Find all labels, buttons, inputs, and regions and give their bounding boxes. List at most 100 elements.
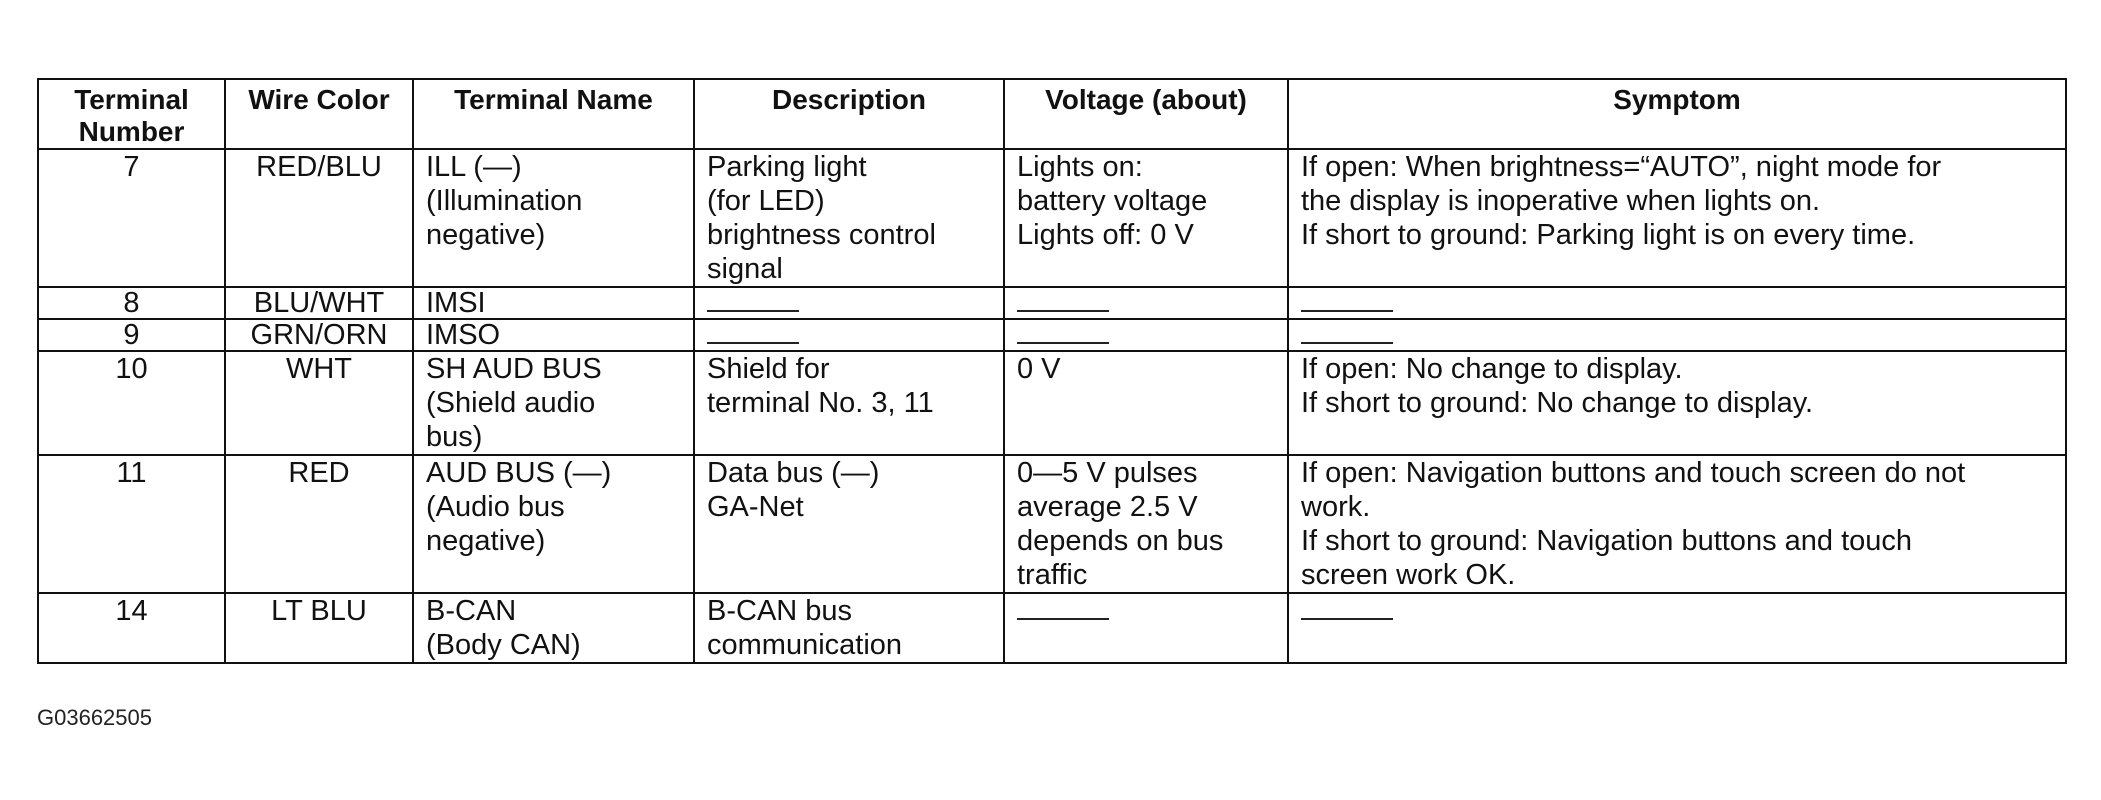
not-applicable-dash (1017, 342, 1109, 345)
cell-terminal-number: 7 (37, 148, 226, 288)
cell-voltage-line: battery voltage (1017, 185, 1208, 217)
header-wire-color: Wire Color (224, 78, 414, 150)
cell-voltage-line: average 2.5 V (1017, 491, 1198, 523)
cell-terminal-name-line: bus) (426, 421, 483, 453)
cell-symptom (1287, 286, 2067, 320)
cell-voltage-line: 0—5 V pulses (1017, 457, 1198, 489)
cell-description (693, 318, 1005, 352)
header-voltage: Voltage (about) (1003, 78, 1289, 150)
cell-terminal-name-line: (Body CAN) (426, 629, 581, 661)
not-applicable-dash (1301, 342, 1393, 345)
terminal-table: Terminal Number Wire Color Terminal Name… (37, 78, 2067, 664)
cell-voltage-line: Lights off: 0 V (1017, 219, 1194, 251)
not-applicable-dash (707, 310, 799, 313)
cell-voltage-line: Lights on: (1017, 151, 1143, 183)
cell-terminal-name-line: negative) (426, 219, 546, 251)
cell-voltage-line: 0 V (1017, 353, 1061, 385)
cell-terminal-name-line: AUD BUS (—) (426, 457, 612, 489)
cell-voltage (1003, 592, 1289, 664)
cell-terminal-name-line: IMSO (426, 319, 501, 351)
cell-description-line: terminal No. 3, 11 (707, 387, 934, 419)
cell-voltage (1003, 286, 1289, 320)
cell-description-line: Data bus (—) (707, 457, 880, 489)
cell-symptom-line: If open: Navigation buttons and touch sc… (1301, 457, 1966, 489)
cell-symptom-line: If open: When brightness=“AUTO”, night m… (1301, 151, 1942, 183)
cell-terminal-number: 11 (37, 454, 226, 594)
not-applicable-dash (1301, 618, 1393, 621)
not-applicable-dash (1017, 618, 1109, 621)
cell-wire-color: RED/BLU (224, 148, 414, 288)
cell-description-line: brightness control (707, 219, 936, 251)
cell-description-line: Shield for (707, 353, 830, 385)
cell-wire-color: LT BLU (224, 592, 414, 664)
cell-wire-color: RED (224, 454, 414, 594)
cell-wire-color: WHT (224, 350, 414, 456)
cell-voltage (1003, 318, 1289, 352)
cell-voltage-line: traffic (1017, 559, 1088, 591)
cell-description (693, 286, 1005, 320)
cell-terminal-number: 8 (37, 286, 226, 320)
cell-terminal-name: B-CAN(Body CAN) (412, 592, 695, 664)
cell-terminal-number: 9 (37, 318, 226, 352)
cell-symptom (1287, 592, 2067, 664)
cell-description-line: Parking light (707, 151, 867, 183)
cell-terminal-number: 14 (37, 592, 226, 664)
cell-terminal-name-line: IMSI (426, 287, 486, 319)
cell-terminal-name: IMSI (412, 286, 695, 320)
cell-terminal-name-line: (Illumination (426, 185, 583, 217)
cell-symptom-line: If short to ground: No change to display… (1301, 387, 1814, 419)
header-description: Description (693, 78, 1005, 150)
cell-description-line: B-CAN bus (707, 595, 853, 627)
cell-terminal-number: 10 (37, 350, 226, 456)
cell-symptom-line: If open: No change to display. (1301, 353, 1683, 385)
table-header-row: Terminal Number Wire Color Terminal Name… (37, 78, 2067, 150)
cell-symptom-line: work. (1301, 491, 1371, 523)
cell-description-line: GA-Net (707, 491, 804, 523)
cell-wire-color: GRN/ORN (224, 318, 414, 352)
cell-description-line: signal (707, 253, 783, 285)
cell-symptom: If open: When brightness=“AUTO”, night m… (1287, 148, 2067, 288)
cell-description: Parking light(for LED)brightness control… (693, 148, 1005, 288)
cell-terminal-name-line: B-CAN (426, 595, 517, 627)
cell-symptom (1287, 318, 2067, 352)
cell-symptom: If open: Navigation buttons and touch sc… (1287, 454, 2067, 594)
cell-terminal-name-line: negative) (426, 525, 546, 557)
header-terminal-number: Terminal Number (37, 78, 226, 150)
cell-terminal-name-line: ILL (—) (426, 151, 522, 183)
cell-description: Data bus (—)GA-Net (693, 454, 1005, 594)
cell-description-line: (for LED) (707, 185, 825, 217)
cell-terminal-name-line: (Audio bus (426, 491, 565, 523)
cell-symptom-line: If short to ground: Parking light is on … (1301, 219, 1916, 251)
not-applicable-dash (707, 342, 799, 345)
cell-symptom-line: screen work OK. (1301, 559, 1516, 591)
cell-voltage: 0 V (1003, 350, 1289, 456)
cell-voltage-line: depends on bus (1017, 525, 1224, 557)
not-applicable-dash (1301, 310, 1393, 313)
cell-terminal-name: IMSO (412, 318, 695, 352)
cell-terminal-name-line: (Shield audio (426, 387, 596, 419)
cell-terminal-name-line: SH AUD BUS (426, 353, 602, 385)
header-terminal-name: Terminal Name (412, 78, 695, 150)
cell-symptom: If open: No change to display.If short t… (1287, 350, 2067, 456)
figure-code: G03662505 (37, 705, 152, 730)
not-applicable-dash (1017, 310, 1109, 313)
header-symptom: Symptom (1287, 78, 2067, 150)
cell-symptom-line: If short to ground: Navigation buttons a… (1301, 525, 1913, 557)
cell-wire-color: BLU/WHT (224, 286, 414, 320)
cell-description-line: communication (707, 629, 903, 661)
cell-symptom-line: the display is inoperative when lights o… (1301, 185, 1821, 217)
